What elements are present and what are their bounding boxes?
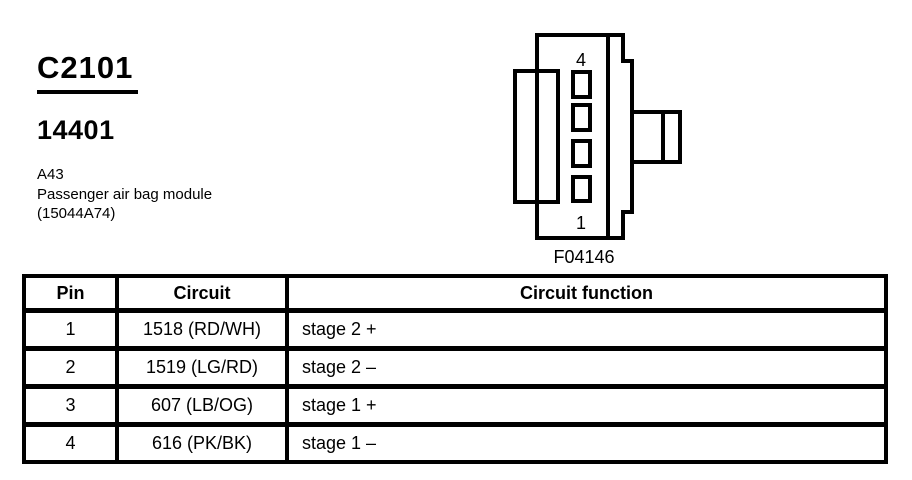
component-name: Passenger air bag module	[37, 185, 213, 203]
pin-cell: 2	[22, 346, 119, 389]
circuit-function-cell: stage 2 –	[285, 346, 888, 389]
column-header-circuit-function: Circuit function	[285, 274, 888, 313]
pin-top-number-label: 4	[576, 50, 586, 70]
column-header-pin: Pin	[22, 274, 119, 313]
column-header-circuit: Circuit	[115, 274, 289, 313]
pin-cavity-4	[571, 70, 592, 99]
pinout-table: Pin Circuit Circuit function 1 1518 (RD/…	[22, 274, 888, 464]
connector-diagram: 4 1 F04146	[485, 25, 715, 280]
circuit-cell: 1519 (LG/RD)	[115, 346, 289, 389]
pin-cell: 1	[22, 308, 119, 351]
table-row-pin-3: 3 607 (LB/OG) stage 1 +	[22, 384, 888, 427]
circuit-cell: 607 (LB/OG)	[115, 384, 289, 427]
pin-cell: 3	[22, 384, 119, 427]
table-row-pin-2: 2 1519 (LG/RD) stage 2 –	[22, 346, 888, 389]
circuit-function-cell: stage 1 +	[285, 384, 888, 427]
connector-left-tab	[513, 69, 560, 204]
pin-bottom-number-label: 1	[576, 213, 586, 233]
component-info: A43 Passenger air bag module (15044A74)	[37, 165, 212, 224]
figure-code-label: F04146	[553, 247, 614, 267]
pin-cavity-2	[571, 139, 592, 168]
table-header-row: Pin Circuit Circuit function	[22, 274, 888, 313]
component-code: A43	[37, 166, 64, 183]
connector-id-title: C2101	[37, 52, 139, 94]
table-row-pin-4: 4 616 (PK/BK) stage 1 –	[22, 422, 888, 464]
table-row-pin-1: 1 1518 (RD/WH) stage 2 +	[22, 308, 888, 351]
part-number: 14401	[37, 115, 115, 145]
connector-right-tab	[630, 110, 682, 164]
connector-drawing: 4 1 F04146	[513, 33, 682, 267]
circuit-cell: 616 (PK/BK)	[115, 422, 289, 464]
circuit-function-cell: stage 1 –	[285, 422, 888, 464]
pin-cavity-3	[571, 103, 592, 132]
pin-cavity-1	[571, 175, 592, 203]
circuit-cell: 1518 (RD/WH)	[115, 308, 289, 351]
pin-cell: 4	[22, 422, 119, 464]
circuit-function-cell: stage 2 +	[285, 308, 888, 351]
component-part-number: (15044A74)	[37, 205, 116, 222]
